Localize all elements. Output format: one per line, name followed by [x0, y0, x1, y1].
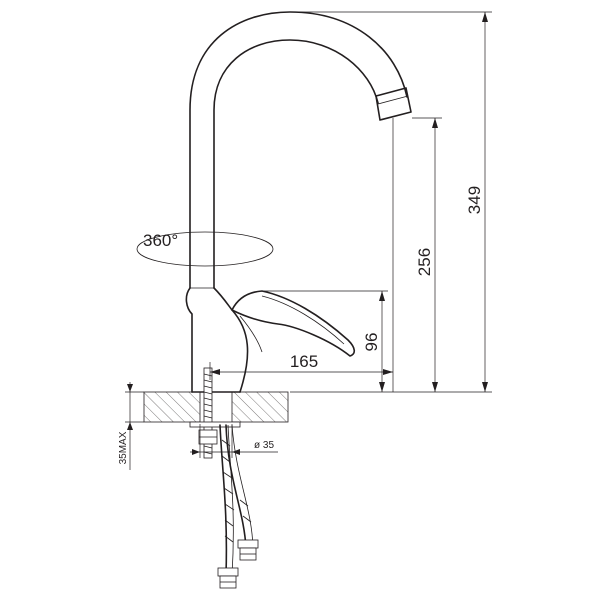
hose-braid	[221, 439, 252, 543]
threaded-stud	[203, 367, 213, 459]
counter-thickness-label: 35MAX	[118, 431, 129, 464]
hose-fitting-right	[237, 539, 259, 561]
dimension-handle-height: 96	[262, 290, 388, 392]
spout-height-label: 256	[415, 248, 434, 276]
handle-height-label: 96	[362, 333, 381, 352]
countertop	[143, 391, 289, 423]
hose-left	[219, 424, 228, 576]
dimension-spout-reach: 165	[209, 352, 393, 380]
rotation-ellipse	[136, 231, 274, 267]
aerator-ring	[377, 95, 409, 105]
body-collar	[185, 287, 193, 393]
aerator	[375, 87, 412, 121]
hose-fitting-left	[217, 567, 239, 589]
spout-reach-label: 165	[290, 352, 318, 371]
dimension-total-height: 349	[290, 11, 492, 393]
countertop-left	[143, 391, 201, 423]
lever-handle	[231, 290, 356, 357]
body-right	[213, 287, 249, 393]
spout-outer	[189, 11, 408, 289]
faucet-body	[185, 11, 412, 393]
dimension-counter-thickness: 35MAX	[118, 382, 144, 470]
dimension-spout-height: 256	[412, 117, 442, 392]
hose-right	[225, 424, 247, 549]
hose-left-inner	[227, 424, 234, 576]
rotation-label: 360°	[143, 231, 178, 250]
total-height-label: 349	[465, 186, 484, 214]
countertop-right	[231, 391, 289, 423]
lever-underside	[239, 315, 263, 353]
mounting-hardware	[189, 367, 259, 589]
hose-right-inner	[231, 424, 254, 549]
hole-diameter-label: ø 35	[254, 440, 274, 451]
dimension-hole-diameter: ø 35	[190, 424, 278, 458]
rotation-indicator: 360°	[136, 231, 274, 267]
spout-inner	[213, 39, 379, 289]
mounting-washer	[189, 421, 241, 428]
lever-highlight	[261, 295, 345, 345]
